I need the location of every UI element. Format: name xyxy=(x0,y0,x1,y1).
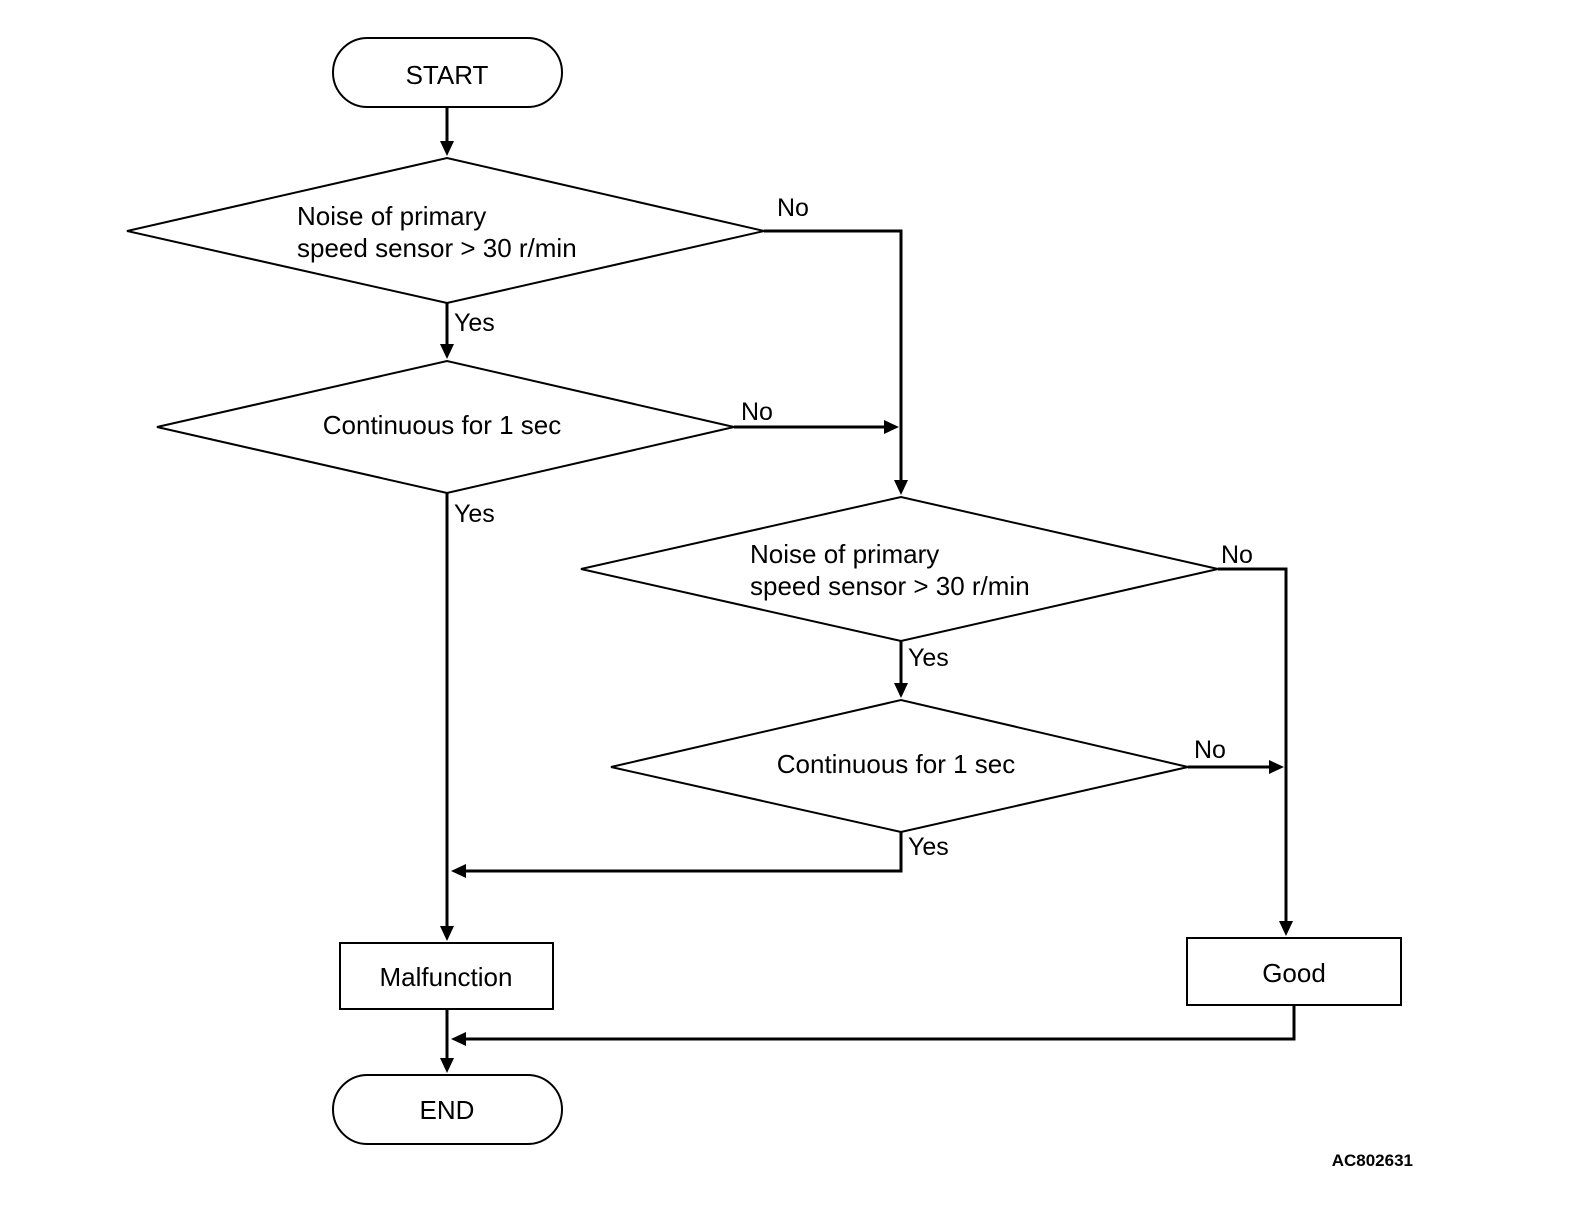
d1-no-label: No xyxy=(777,194,809,222)
d3-no-label: No xyxy=(1221,541,1253,569)
decision-3-label-line1: Noise of primary xyxy=(750,539,939,569)
arrowhead-d3-no xyxy=(1279,921,1293,936)
start-label: START xyxy=(406,60,489,90)
arrowhead-start-to-d1 xyxy=(440,141,454,156)
decision-3-diamond xyxy=(580,495,1219,643)
d1-yes-label: Yes xyxy=(454,309,495,337)
decision-2-label: Continuous for 1 sec xyxy=(323,410,561,440)
arrowhead-d2-yes xyxy=(440,926,454,941)
d3-yes-label: Yes xyxy=(908,644,949,672)
arrowhead-good-to-end xyxy=(451,1032,466,1046)
malfunction-box xyxy=(339,942,554,1010)
decision-4-label: Continuous for 1 sec xyxy=(777,749,1015,779)
end-terminal xyxy=(332,1074,563,1145)
arrowhead-d4-yes xyxy=(451,864,466,878)
connector-d3-no xyxy=(1218,567,1288,923)
arrowhead-d3-yes xyxy=(894,683,908,698)
malfunction-label: Malfunction xyxy=(380,962,513,992)
connector-d4-yes xyxy=(464,832,903,873)
d2-no-label: No xyxy=(741,398,773,426)
arrowhead-malfunction-to-end xyxy=(440,1058,454,1073)
connector-good-to-end xyxy=(464,1005,1296,1041)
arrowhead-d1-yes xyxy=(440,344,454,359)
arrowhead-d4-no xyxy=(1269,760,1284,774)
decision-1-label-line1: Noise of primary xyxy=(297,201,486,231)
d4-no-label: No xyxy=(1194,736,1226,764)
good-label: Good xyxy=(1262,958,1326,988)
arrowhead-d2-no xyxy=(884,420,899,434)
d4-yes-label: Yes xyxy=(908,833,949,861)
arrowhead-d1-no xyxy=(894,480,908,495)
d2-yes-label: Yes xyxy=(454,500,495,528)
end-label: END xyxy=(420,1095,475,1125)
connector-d1-no xyxy=(764,229,903,482)
figure-id: AC802631 xyxy=(1332,1151,1413,1170)
decision-1-label-line2: speed sensor > 30 r/min xyxy=(297,233,577,263)
decision-3-label-line2: speed sensor > 30 r/min xyxy=(750,571,1030,601)
